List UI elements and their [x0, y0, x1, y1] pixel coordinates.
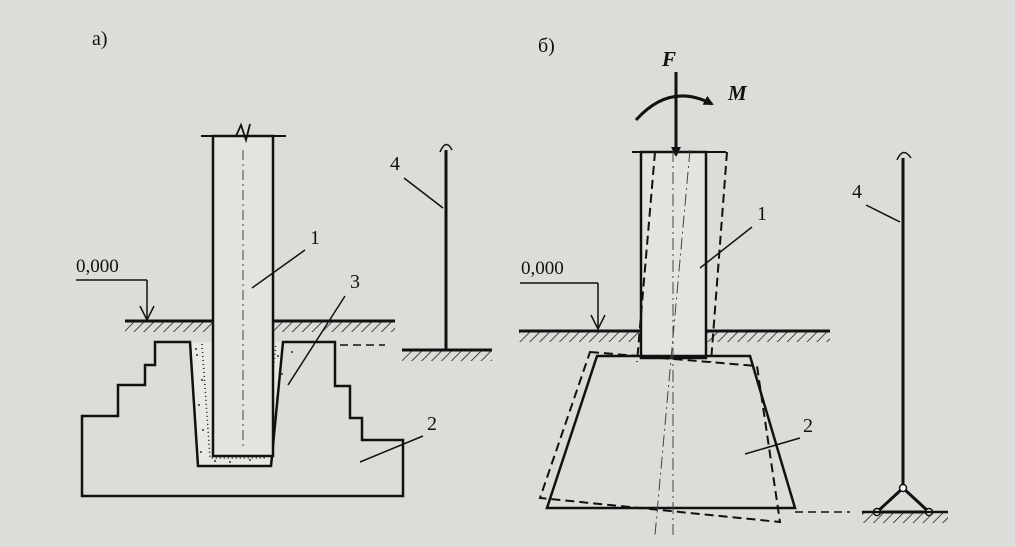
moment-label: M — [727, 81, 748, 105]
callout-2-b-leader — [744, 437, 801, 455]
column-b-displaced — [636, 151, 728, 363]
scheme-b-break — [896, 151, 912, 161]
level-label-b: 0,000 — [521, 258, 564, 279]
callout-1-a-leader — [251, 249, 306, 289]
callout-4-b: 4 — [852, 181, 862, 203]
callout-3-leader — [287, 295, 346, 386]
scheme-b-hatch — [862, 513, 948, 523]
callout-2-a: 2 — [427, 413, 437, 435]
scheme-a-hatch — [402, 351, 492, 361]
callout-1-a: 1 — [310, 227, 320, 249]
foundation-b-displaced — [538, 350, 782, 524]
axis-tilted — [654, 149, 691, 536]
ground-hatch-left — [125, 322, 213, 332]
callout-1-b: 1 — [757, 203, 767, 225]
callout-3: 3 — [350, 271, 360, 293]
callout-4-b-leader — [865, 204, 901, 223]
callout-2-b: 2 — [803, 415, 813, 437]
ground-hatch-b-left — [519, 332, 641, 342]
scheme-b: 4 — [852, 151, 948, 523]
stepped-foundation — [80, 340, 405, 498]
callout-2-a-leader — [359, 435, 424, 463]
foundation-b — [545, 354, 797, 510]
scheme-a: 4 — [390, 143, 492, 361]
column-break-mark — [235, 122, 251, 144]
level-arrow-b — [590, 314, 606, 331]
force-label: F — [661, 47, 676, 71]
moment-arrow — [634, 94, 714, 122]
callout-4-a-leader — [403, 177, 444, 209]
panel-a: а) 0,000 1 — [76, 28, 492, 498]
callout-1-b-leader — [699, 226, 753, 269]
panel-b: б) F M 0,000 1 2 — [519, 35, 948, 536]
callout-4-a: 4 — [390, 153, 400, 175]
scheme-a-break — [439, 143, 453, 153]
panel-a-label: а) — [92, 28, 108, 50]
panel-b-label: б) — [538, 35, 555, 57]
level-arrow-a — [139, 305, 155, 322]
ground-hatch-right — [273, 322, 395, 332]
level-label-a: 0,000 — [76, 256, 119, 277]
ground-hatch-b-right — [706, 332, 830, 342]
scheme-b-hinge-top — [898, 483, 908, 493]
